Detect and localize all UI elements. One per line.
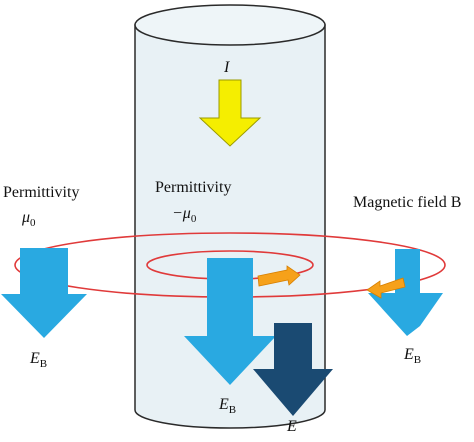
e-field-arrow xyxy=(253,323,333,416)
eb-left-label: EB xyxy=(29,350,47,370)
orange-arrow-outer xyxy=(366,277,406,299)
current-label: I xyxy=(223,59,230,76)
cylinder-top xyxy=(134,4,326,46)
e-field-label: E xyxy=(286,418,297,435)
current-arrow xyxy=(198,79,262,147)
mu-outer-subscript: 0 xyxy=(30,217,36,229)
orange-arrow-inner xyxy=(257,265,301,287)
eb-right-subscript: B xyxy=(414,354,421,366)
eb-left-base: E xyxy=(29,350,40,367)
eb-center-base: E xyxy=(218,396,229,413)
mu-inner-subscript: 0 xyxy=(191,213,197,225)
mu-outer-label: μ0 xyxy=(21,209,36,229)
magnetic-field-label: Magnetic field B xyxy=(353,194,461,211)
permittivity-inner-label: Permittivity xyxy=(155,179,231,196)
eb-right-base: E xyxy=(403,346,414,363)
eb-right-label: EB xyxy=(403,346,421,366)
mu-inner-label: −μ0 xyxy=(172,205,197,225)
eb-arrow-center xyxy=(184,258,276,385)
mu-inner-symbol: −μ xyxy=(172,205,191,222)
permittivity-outer-label: Permittivity xyxy=(3,184,79,201)
eb-center-label: EB xyxy=(218,396,236,416)
eb-arrow-left xyxy=(1,248,87,338)
mu-outer-symbol: μ xyxy=(21,209,30,226)
eb-left-subscript: B xyxy=(40,358,47,370)
eb-center-subscript: B xyxy=(229,404,236,416)
eb-arrow-right xyxy=(368,249,443,336)
